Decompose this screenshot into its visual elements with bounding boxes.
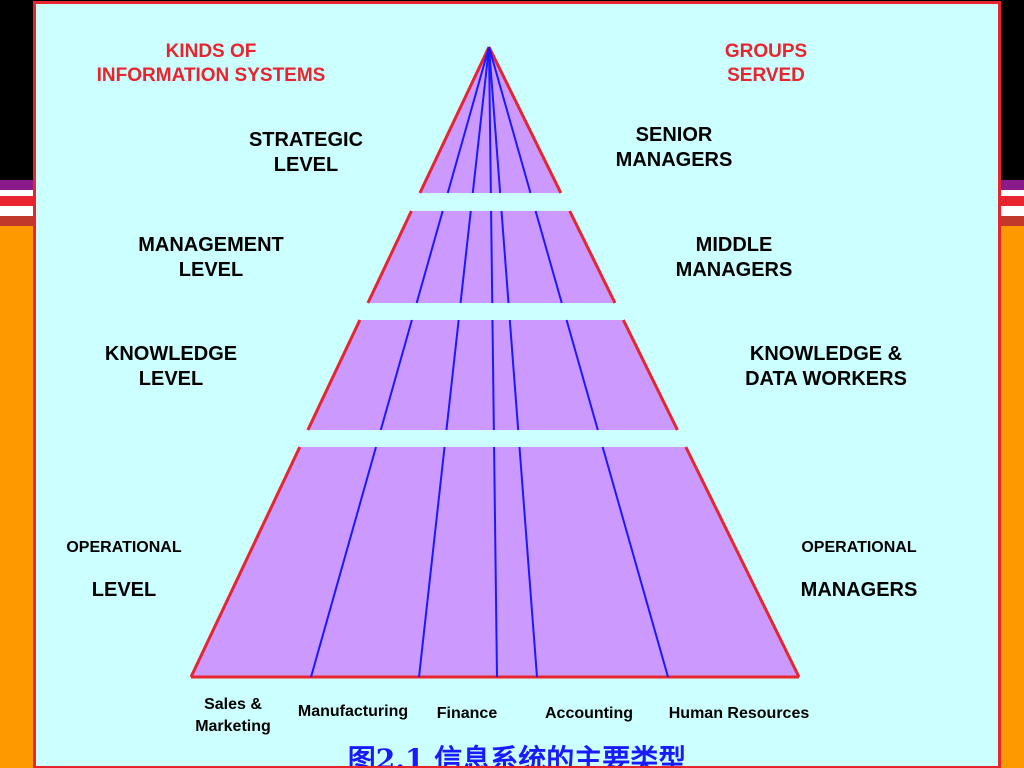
area-divider-line [488,46,502,194]
area-divider-line [508,319,520,431]
area-divider-line [493,446,498,678]
area-divider-line [488,46,532,194]
area-divider-line [491,319,495,431]
area-label-sales-marketing: Sales & Marketing [195,696,271,735]
area-divider-line [488,46,492,194]
area-label-finance: Finance [436,705,498,722]
knowledge-level-label: KNOWLEDGE LEVEL [104,343,238,390]
operational-tier-edge-left [189,446,302,678]
strategic-tier-edge-right [487,46,563,194]
figure-caption: 图2.1 信息系统的主要类型 [347,743,687,768]
operational-managers-label: OPERATIONAL MANAGERS [769,518,949,623]
area-divider-line [418,446,446,678]
knowledge-tier-edge-right [621,319,679,431]
groups-served-title: GROUPS SERVED [724,41,808,86]
strategic-tier-edge-left [418,46,491,194]
area-divider-line [415,210,444,304]
area-divider-line [490,210,494,304]
management-level-label: MANAGEMENT LEVEL [138,234,284,281]
middle-managers-label: MIDDLE MANAGERS [675,234,793,281]
knowledge-tier-edge-left [306,319,362,431]
area-label-human-resources: Human Resources [668,705,810,722]
area-divider-line [446,46,490,194]
management-tier-edge-right [568,210,617,304]
operational-level-line1: OPERATIONAL [66,539,182,556]
area-divider-line [471,46,490,194]
area-divider-line [459,210,472,304]
operational-managers-line2: MANAGERS [800,579,918,601]
left-decor-stripes [0,180,34,768]
management-tier-edge-left [366,210,413,304]
area-divider-line [565,319,599,431]
area-divider-line [518,446,538,678]
area-label-manufacturing: Manufacturing [297,703,409,720]
strategic-level-label: STRATEGIC LEVEL [248,129,364,176]
operational-managers-line1: OPERATIONAL [801,539,917,556]
area-label-accounting: Accounting [545,705,633,722]
area-divider-line [310,446,377,678]
operational-level-label: OPERATIONAL LEVEL [44,518,204,623]
operational-level-line2: LEVEL [91,579,157,601]
kinds-of-information-systems-title: KINDS OF INFORMATION SYSTEMS [96,41,326,86]
senior-managers-label: SENIOR MANAGERS [615,124,733,171]
diagram-panel: KINDS OF INFORMATION SYSTEMS GROUPS SERV… [33,1,1001,768]
area-divider-line [500,210,510,304]
operational-tier-edge-right [684,446,801,678]
pyramid-diagram [189,46,801,679]
area-divider-line [534,210,563,304]
area-divider-line [445,319,460,431]
knowledge-data-workers-label: KNOWLEDGE & DATA WORKERS [745,343,907,390]
area-divider-line [601,446,669,678]
area-divider-line [379,319,413,431]
right-decor-stripes [998,180,1024,768]
